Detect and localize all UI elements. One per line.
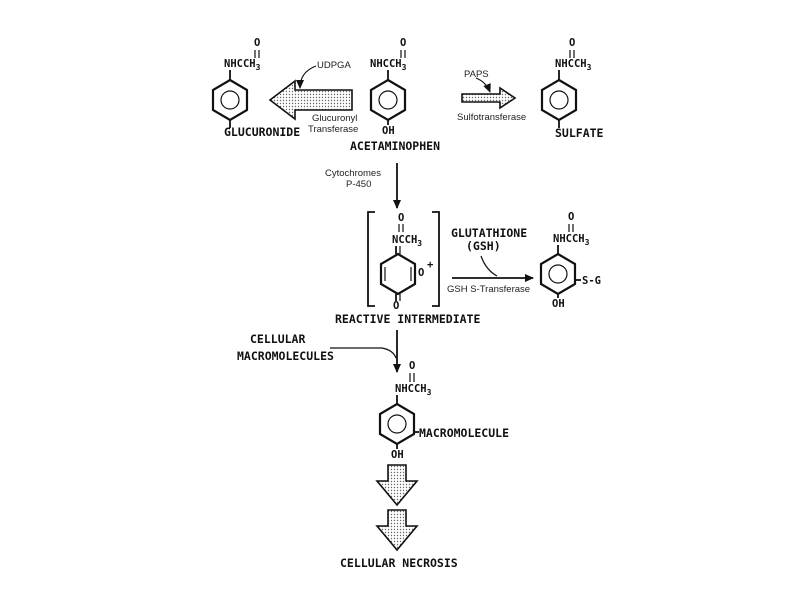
acetaminophen-structure: NHCCH3 O OH ACETAMINOPHEN xyxy=(350,37,440,153)
glutathione-label-line1: GLUTATHIONE xyxy=(451,226,527,240)
reactive-intermediate-structure: O NCCH3 O + O REACTIVE INTERMEDIATE xyxy=(335,211,480,326)
glucuronide-carbonyl-o: O xyxy=(254,37,260,49)
glucuronide-structure: NHCCH3 O GLUCURONIDE xyxy=(211,37,300,139)
cytochromes-label-line1: Cytochromes xyxy=(325,168,381,179)
acetaminophen-label: ACETAMINOPHEN xyxy=(350,139,440,153)
sulfotransferase-label: Sulfotransferase xyxy=(457,112,526,123)
acetaminophen-ring xyxy=(369,78,407,122)
conjugate-nhcch3: NHCCH3 xyxy=(553,233,590,247)
intermediate-ring xyxy=(379,252,417,296)
glucuronyl-label-line2: Transferase xyxy=(308,124,358,135)
sulfate-carbonyl-o: O xyxy=(569,37,575,49)
conjugate-carbonyl-o: O xyxy=(568,211,574,223)
sulfate-label: SULFATE xyxy=(555,126,604,140)
intermediate-carbonyl-o: O xyxy=(398,212,404,224)
sulfate-structure: NHCCH3 O SULFATE xyxy=(540,37,604,140)
conjugate-sg: S-G xyxy=(582,275,601,287)
adduct-carbonyl-o: O xyxy=(409,360,415,372)
intermediate-charge: + xyxy=(427,259,433,271)
necrosis-arrow-upper xyxy=(375,464,419,507)
glucuronidation-arrow xyxy=(268,79,353,121)
sulfation-arrow xyxy=(461,86,517,110)
adduct-nhcch3: NHCCH3 xyxy=(395,383,432,397)
adduct-oh: OH xyxy=(391,449,404,461)
necrosis-arrow-lower xyxy=(375,509,419,552)
acetaminophen-nhcch3: NHCCH3 xyxy=(370,58,407,72)
cellular-label-line2: MACROMOLECULES xyxy=(237,349,334,363)
glucuronyl-label-line1: Glucuronyl xyxy=(312,113,357,124)
intermediate-nitrogen: NCCH3 xyxy=(392,234,422,248)
paps-label: PAPS xyxy=(464,69,489,80)
glucuronide-label: GLUCURONIDE xyxy=(224,125,300,139)
glucuronide-nhcch3: NHCCH3 xyxy=(224,58,261,72)
cellular-necrosis-label: CELLULAR NECROSIS xyxy=(340,556,458,570)
glucuronide-ring xyxy=(211,78,249,122)
intermediate-ring-o: O xyxy=(418,267,424,279)
reactive-intermediate-label: REACTIVE INTERMEDIATE xyxy=(335,312,480,326)
acetaminophen-oh: OH xyxy=(382,125,395,137)
cellular-label-line1: CELLULAR xyxy=(250,332,305,346)
sulfate-nhcch3: NHCCH3 xyxy=(555,58,592,72)
glutathione-label-line2: (GSH) xyxy=(466,239,501,253)
intermediate-bottom-o: O xyxy=(393,300,399,312)
macromolecule-adduct-structure: NHCCH3 O MACROMOLECULE OH xyxy=(378,360,509,461)
gsh-transferase-label: GSH S-Transferase xyxy=(447,284,530,295)
glutathione-conjugate-structure: NHCCH3 O S-G OH xyxy=(539,211,601,310)
adduct-ring xyxy=(378,402,416,446)
cytochromes-label-line2: P-450 xyxy=(346,179,371,190)
conjugate-oh: OH xyxy=(552,298,565,310)
macromolecule-label: MACROMOLECULE xyxy=(419,426,509,440)
acetaminophen-carbonyl-o: O xyxy=(400,37,406,49)
conjugate-ring xyxy=(539,252,577,296)
sulfate-ring xyxy=(540,78,578,122)
udpga-label: UDPGA xyxy=(317,60,351,71)
